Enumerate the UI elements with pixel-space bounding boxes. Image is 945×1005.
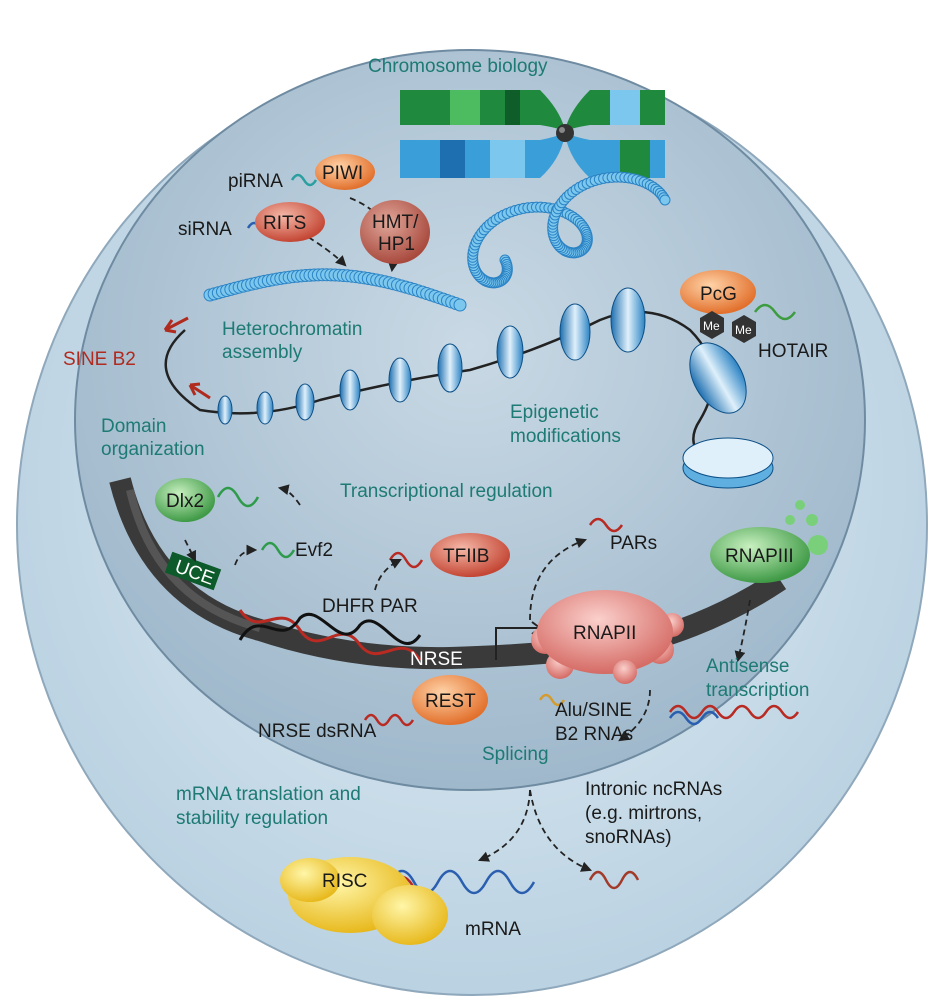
label-intronic: Intronic ncRNAs <box>585 779 722 800</box>
label-alu-sine: Alu/SINE <box>555 700 632 721</box>
svg-text:PcG: PcG <box>700 284 737 305</box>
svg-text:B2 RNAs: B2 RNAs <box>555 724 633 745</box>
nrse-label: NRSE <box>410 649 463 670</box>
svg-text:stability regulation: stability regulation <box>176 808 328 829</box>
svg-text:HMT/: HMT/ <box>372 212 419 233</box>
region-translation: mRNA translation and <box>176 784 361 805</box>
region-splicing: Splicing <box>482 744 549 765</box>
rest-node: REST <box>412 675 488 725</box>
sine-b2-arrow-bottom <box>188 382 211 400</box>
svg-text:HP1: HP1 <box>378 234 415 255</box>
svg-text:assembly: assembly <box>222 342 303 363</box>
label-evf2: Evf2 <box>295 540 333 561</box>
double-helix <box>238 609 422 661</box>
chromatin-bead <box>453 298 467 312</box>
chromatin-bead <box>659 194 671 206</box>
rnapiii-node: RNAPIII <box>710 500 828 583</box>
rna-squiggles <box>216 173 800 895</box>
svg-text:TFIIB: TFIIB <box>443 546 489 567</box>
nucleosomes <box>217 287 774 489</box>
rnapii-node: RNAPII <box>531 590 684 684</box>
label-sirna: siRNA <box>178 219 232 240</box>
svg-text:Me: Me <box>735 323 752 337</box>
pcg-node: PcG <box>680 270 756 314</box>
tfiib-node: TFIIB <box>430 533 510 577</box>
label-mrna: mRNA <box>465 919 521 940</box>
label-dhfr-par: DHFR PAR <box>322 596 418 617</box>
svg-text:RNAPIII: RNAPIII <box>725 546 794 567</box>
heterochromatin-fiber <box>203 171 671 312</box>
svg-text:RITS: RITS <box>263 213 306 234</box>
risc-node: RISC <box>280 857 448 945</box>
piwi-node: PIWI <box>315 154 375 190</box>
svg-text:(e.g. mirtrons,: (e.g. mirtrons, <box>585 803 702 824</box>
label-sine-b2: SINE B2 <box>63 349 136 370</box>
region-domain-organization: Domain <box>101 416 166 437</box>
svg-text:PIWI: PIWI <box>322 163 363 184</box>
svg-text:transcription: transcription <box>706 680 810 701</box>
svg-text:organization: organization <box>101 439 205 460</box>
hmt-hp1-node: HMT/ HP1 <box>360 200 430 264</box>
sine-b2-arrow-top <box>163 316 189 334</box>
svg-text:snoRNAs): snoRNAs) <box>585 827 672 848</box>
dlx2-node: Dlx2 <box>155 478 215 522</box>
svg-text:RISC: RISC <box>322 871 367 892</box>
region-chromosome-biology: Chromosome biology <box>368 56 548 77</box>
label-pars: PARs <box>610 533 657 554</box>
label-hotair: HOTAIR <box>758 341 828 362</box>
svg-text:REST: REST <box>425 691 476 712</box>
region-epigenetic: Epigenetic <box>510 402 599 423</box>
me-marks: Me Me <box>700 311 756 343</box>
region-heterochromatin: Heterochromatin <box>222 319 362 340</box>
region-antisense: Antisense <box>706 656 789 677</box>
svg-text:RNAPII: RNAPII <box>573 623 636 644</box>
label-nrse-dsrna: NRSE dsRNA <box>258 721 377 742</box>
chromosome <box>400 90 665 178</box>
region-transcriptional: Transcriptional regulation <box>340 481 553 502</box>
rits-node: RITS <box>255 202 325 242</box>
svg-text:Me: Me <box>703 319 720 333</box>
svg-text:modifications: modifications <box>510 426 621 447</box>
label-pirna: piRNA <box>228 171 283 192</box>
svg-text:Dlx2: Dlx2 <box>166 491 204 512</box>
